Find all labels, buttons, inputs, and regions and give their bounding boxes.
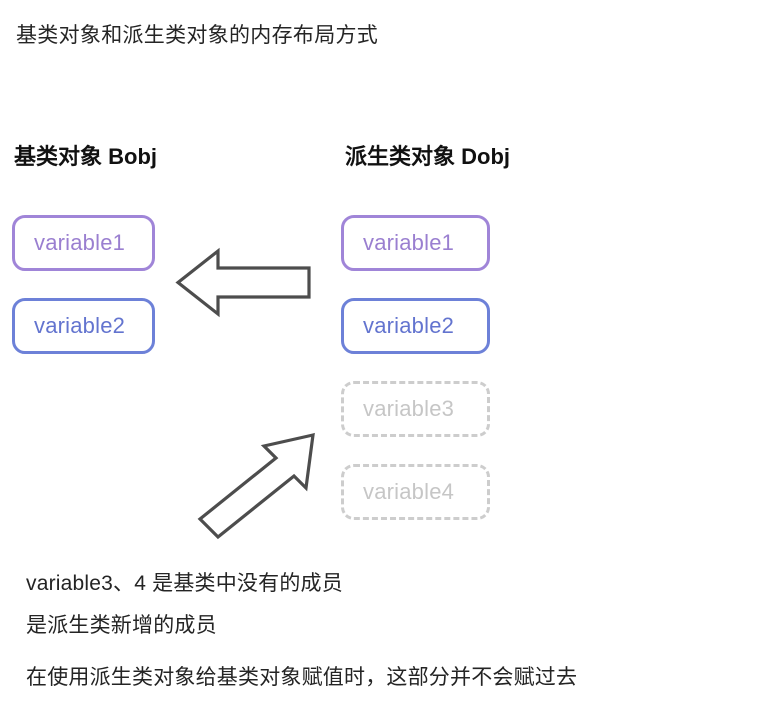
derived-member-box-variable2: variable2 — [341, 298, 490, 354]
derived-member-box-variable4: variable4 — [341, 464, 490, 520]
derived-member-box-variable3: variable3 — [341, 381, 490, 437]
member-label: variable4 — [363, 479, 455, 504]
base-member-box-variable1: variable1 — [12, 215, 155, 271]
caption-line-1: variable3、4 是基类中没有的成员 — [26, 572, 343, 595]
caption-line-3: 在使用派生类对象给基类对象赋值时，这部分并不会赋过去 — [26, 666, 578, 689]
excluded-members-arrow-icon — [197, 432, 315, 540]
member-label: variable1 — [34, 230, 126, 255]
derived-object-heading: 派生类对象 Dobj — [345, 144, 510, 169]
derived-member-box-variable1: variable1 — [341, 215, 490, 271]
member-label: variable2 — [363, 313, 455, 338]
caption-line-2: 是派生类新增的成员 — [26, 614, 217, 637]
member-label: variable3 — [363, 396, 455, 421]
base-object-heading: 基类对象 Bobj — [14, 144, 157, 169]
member-label: variable2 — [34, 313, 126, 338]
member-label: variable1 — [363, 230, 455, 255]
copy-arrow-left-icon — [175, 247, 311, 318]
page-title: 基类对象和派生类对象的内存布局方式 — [16, 24, 379, 47]
base-member-box-variable2: variable2 — [12, 298, 155, 354]
